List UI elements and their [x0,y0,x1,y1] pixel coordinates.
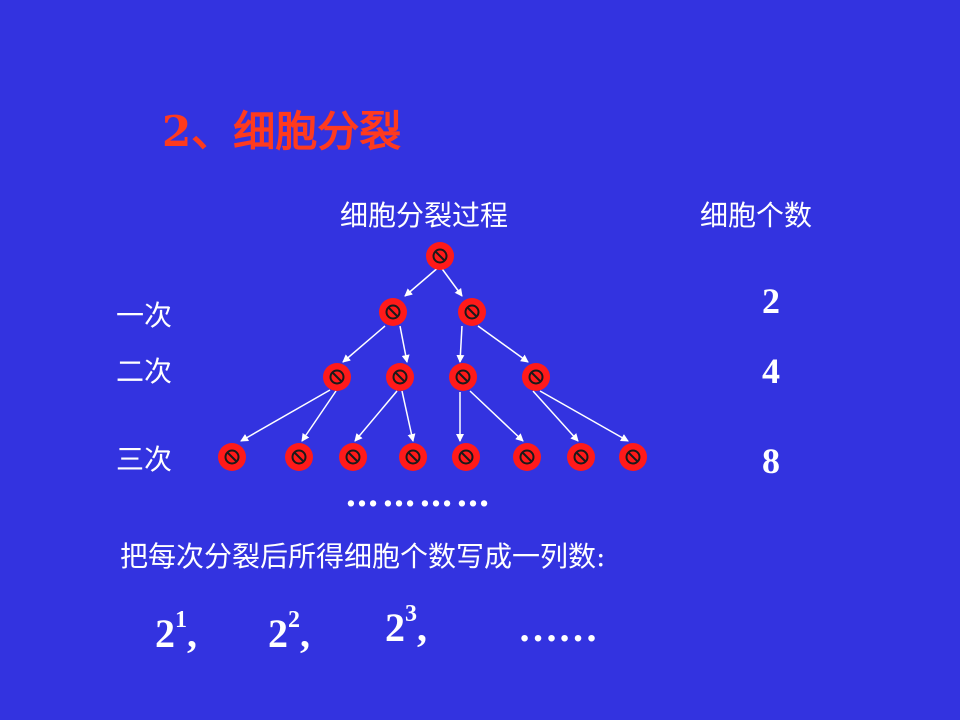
term-base: 2 [268,611,288,656]
cell-icon [285,443,313,471]
sequence-term-2: 22, [268,606,310,657]
arrow-icon [469,390,524,442]
term-separator: , [187,611,197,656]
arrow-icon [404,265,441,297]
term-separator: , [300,611,310,656]
tree-continuation-dots: ………… [345,475,493,515]
sequence-term-1: 21, [155,606,197,657]
arrow-icon [354,390,398,442]
round-label-1: 一次 [116,299,173,332]
cell-icon [619,443,647,471]
cell-icon [426,242,454,270]
term-exponent: 2 [288,606,300,633]
arrow-icon [539,390,629,442]
round-label-2: 二次 [116,355,173,388]
cell-icon [449,363,477,391]
header-count: 细胞个数 [700,199,813,232]
cell-icon [452,443,480,471]
arrow-icon [439,265,463,297]
term-exponent: 1 [175,606,187,633]
sequence-term-3: 23, [385,600,427,651]
cell-icon [522,363,550,391]
instruction-text: 把每次分裂后所得细胞个数写成一列数: [120,540,606,573]
cell-icon [339,443,367,471]
arrow-icon [401,390,416,442]
cell-icon [458,298,486,326]
term-base: 2 [155,611,175,656]
cell-icon [399,443,427,471]
cell-icon [323,363,351,391]
arrow-icon [399,325,410,363]
cell-count-2: 4 [762,351,780,391]
cell-icon [567,443,595,471]
sequence-ellipsis: …… [518,605,598,650]
slide-title: 2、细胞分裂 [162,107,402,156]
cell-icon [218,443,246,471]
arrow-icon [477,325,529,363]
arrow-icon [342,325,386,363]
cell-count-1: 2 [762,281,780,321]
arrow-icon [240,389,331,442]
cell-icon [513,443,541,471]
cell-count-3: 8 [762,441,780,481]
arrow-icon [301,390,337,442]
arrow-icon [532,390,579,442]
term-separator: , [417,605,427,650]
arrow-icon [456,325,465,363]
term-base: 2 [385,605,405,650]
header-process: 细胞分裂过程 [340,199,509,232]
cell-icon [386,363,414,391]
cell-icon [379,298,407,326]
round-label-3: 三次 [116,443,173,476]
term-exponent: 3 [405,600,417,627]
